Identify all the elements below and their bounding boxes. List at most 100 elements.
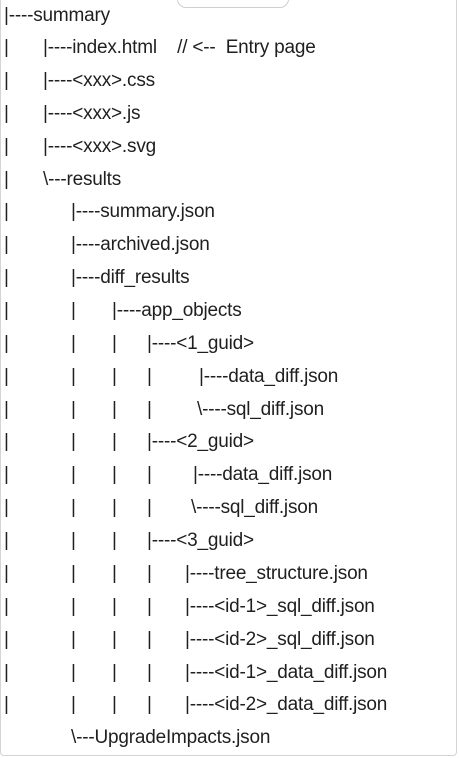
tree-pipe: | [71,431,76,452]
tree-pipe: | [4,37,9,58]
tree-pipe: | [147,563,152,584]
tree-pipe: | [112,694,117,715]
tree-pipe: | [71,497,76,518]
tree-line-css: | |----<xxx>.css [0,65,459,97]
tree-pipe: | [147,399,152,420]
tree-line-upgrade-impacts: \---UpgradeImpacts.json [0,722,459,754]
tree-text: \----sql_diff.json [197,399,324,420]
tree-text: |----<id-2>_sql_diff.json [185,629,375,650]
tree-pipe: | [71,464,76,485]
tree-pipe: | [147,596,152,617]
tree-pipe: | [147,497,152,518]
tree-text: |----diff_results [71,267,190,288]
tree-pipe: | [112,662,117,683]
tree-text: |----<1_guid> [147,333,254,354]
tree-text: |----summary [4,5,110,26]
tree-pipe: | [112,464,117,485]
tree-line-js: | |----<xxx>.js [0,98,459,130]
tree-text: |----<xxx>.svg [43,136,156,157]
tree-pipe: | [71,530,76,551]
tree-line-2-sql-diff: | | | | \----sql_diff.json [0,492,459,524]
tree-line-tree-structure: | | | | |----tree_structure.json [0,558,459,590]
tree-pipe: | [112,530,117,551]
tree-text: |----archived.json [71,234,210,255]
tree-line-1-guid: | | | |----<1_guid> [0,328,459,360]
tree-text: |----tree_structure.json [185,563,368,584]
tree-line-results: | \---results [0,164,459,196]
tree-text: \----sql_diff.json [191,497,318,518]
tree-line-archived-json: | |----archived.json [0,229,459,261]
tree-text: \---results [43,169,122,190]
tree-line-id2-sql-diff: | | | | |----<id-2>_sql_diff.json [0,624,459,656]
tree-pipe: | [4,563,9,584]
tree-pipe: | [112,497,117,518]
tree-pipe: | [4,596,9,617]
tree-pipe: | [4,136,9,157]
tree-line-id2-data-diff: | | | | |----<id-2>_data_diff.json [0,689,459,721]
tree-text: |----data_diff.json [199,366,339,387]
tree-text: |----app_objects [112,300,242,321]
tree-pipe: | [4,694,9,715]
tree-pipe: | [4,431,9,452]
tree-text: |----<id-1>_data_diff.json [185,662,388,683]
tree-line-diff-results: | |----diff_results [0,262,459,294]
tree-pipe: | [4,497,9,518]
tree-line-2-guid: | | | |----<2_guid> [0,426,459,458]
tree-pipe: | [112,366,117,387]
tree-line-summary: |----summary [0,0,459,32]
tree-pipe: | [147,629,152,650]
tree-pipe: | [112,399,117,420]
tree-text: \---UpgradeImpacts.json [71,727,271,748]
tree-text: |----<2_guid> [147,431,254,452]
tree-line-index: | |----index.html // <-- Entry page [0,32,459,64]
tree-pipe: | [4,300,9,321]
tree-text: |----summary.json [71,201,215,222]
tree-line-1-data-diff: | | | | |----data_diff.json [0,361,459,393]
tree-pipe: | [4,333,9,354]
tree-line-3-guid: | | | |----<3_guid> [0,525,459,557]
tree-pipe: | [4,70,9,91]
tree-pipe: | [112,333,117,354]
tree-pipe: | [112,563,117,584]
tree-pipe: | [71,563,76,584]
tree-pipe: | [4,234,9,255]
tree-line-1-sql-diff: | | | | \----sql_diff.json [0,394,459,426]
tree-pipe: | [71,629,76,650]
tree-line-id1-sql-diff: | | | | |----<id-1>_sql_diff.json [0,591,459,623]
tree-pipe: | [147,464,152,485]
tree-pipe: | [4,629,9,650]
tree-pipe: | [4,399,9,420]
tree-pipe: | [147,366,152,387]
tree-pipe: | [4,267,9,288]
tree-text: |----<xxx>.css [43,70,155,91]
tree-text: |----<id-2>_data_diff.json [185,694,388,715]
tree-pipe: | [71,366,76,387]
tree-pipe: | [147,662,152,683]
tree-pipe: | [4,530,9,551]
tree-pipe: | [4,464,9,485]
tree-line-2-data-diff: | | | | |----data_diff.json [0,459,459,491]
tree-line-app-objects: | | |----app_objects [0,295,459,327]
tree-text: |----<3_guid> [147,530,254,551]
tree-pipe: | [4,662,9,683]
tree-pipe: | [71,694,76,715]
tree-pipe: | [147,694,152,715]
tree-pipe: | [71,596,76,617]
tree-pipe: | [71,300,76,321]
tree-pipe: | [4,103,9,124]
tree-pipe: | [4,169,9,190]
tree-pipe: | [71,399,76,420]
tree-pipe: | [71,333,76,354]
tree-pipe: | [4,201,9,222]
tree-line-summary-json: | |----summary.json [0,196,459,228]
tree-pipe: | [112,431,117,452]
tree-pipe: | [112,629,117,650]
tree-pipe: | [71,662,76,683]
tree-text: |----index.html // <-- Entry page [43,37,316,58]
tree-text: |----<xxx>.js [43,103,141,124]
tree-pipe: | [4,366,9,387]
tree-text: |----<id-1>_sql_diff.json [185,596,375,617]
tree-pipe: | [112,596,117,617]
tree-text: |----data_diff.json [193,464,333,485]
